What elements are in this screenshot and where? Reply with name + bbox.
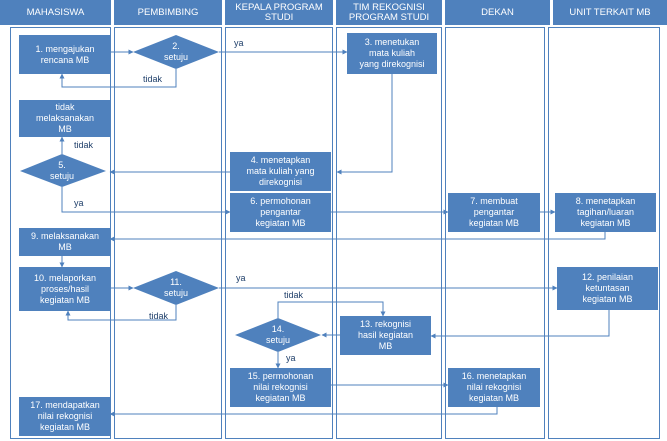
step-2-label: 2. setuju bbox=[163, 41, 189, 62]
step-13-box: 13. rekognisi hasil kegiatan MB bbox=[340, 316, 431, 355]
decision-diamond-14 bbox=[235, 318, 321, 352]
branch-label-tidak-14: tidak bbox=[284, 290, 304, 300]
step-1-box: 1. mengajukan rencana MB bbox=[19, 35, 111, 74]
tidak-melaksanakan-box: tidak melaksanakan MB bbox=[19, 100, 111, 137]
lane-header-pembimbing: PEMBIMBING bbox=[114, 0, 222, 25]
lane-tim-rekognisi bbox=[336, 27, 442, 439]
step-7-box: 7. membuat pengantar kegiatan MB bbox=[448, 193, 540, 232]
decision-diamond-5 bbox=[20, 154, 106, 187]
branch-label-ya-14: ya bbox=[286, 353, 296, 363]
step-10-box: 10. melaporkan proses/hasil kegiatan MB bbox=[19, 267, 111, 311]
step-12-box: 12. penilaian ketuntasan kegiatan MB bbox=[557, 267, 658, 310]
branch-label-tidak-5: tidak bbox=[74, 140, 94, 150]
branch-label-tidak-2: tidak bbox=[143, 74, 163, 84]
step-14-label: 14. setuju bbox=[265, 324, 291, 345]
step-17-box: 17. mendapatkan nilai rekognisi kegiatan… bbox=[19, 397, 111, 436]
step-16-box: 16. menetapkan nilai rekognisi kegiatan … bbox=[448, 368, 540, 407]
branch-label-ya-11: ya bbox=[236, 273, 246, 283]
branch-label-ya-2: ya bbox=[234, 38, 244, 48]
lane-header-kaprodi: KEPALA PROGRAM STUDI bbox=[225, 0, 333, 25]
lane-header-dekan: DEKAN bbox=[445, 0, 550, 25]
lane-header-mahasiswa: MAHASISWA bbox=[0, 0, 111, 25]
step-3-box: 3. menetukan mata kuliah yang direkognis… bbox=[347, 33, 437, 74]
lane-pembimbing bbox=[114, 27, 222, 439]
lane-unit-terkait bbox=[548, 27, 660, 439]
lane-header-tim-rekognisi: TIM REKOGNISI PROGRAM STUDI bbox=[336, 0, 442, 25]
step-9-box: 9. melaksanakan MB bbox=[19, 228, 111, 256]
step-15-box: 15. permohonan nilai rekognisi kegiatan … bbox=[230, 368, 331, 407]
step-11-label: 11. setuju bbox=[163, 277, 189, 298]
branch-label-ya-5: ya bbox=[74, 198, 84, 208]
branch-label-tidak-11: tidak bbox=[149, 311, 169, 321]
step-6-box: 6. permohonan pengantar kegiatan MB bbox=[230, 193, 331, 232]
decision-diamond-2 bbox=[133, 35, 219, 69]
step-4-box: 4. menetapkan mata kuliah yang direkogni… bbox=[230, 152, 331, 191]
decision-diamond-11 bbox=[133, 271, 219, 305]
step-5-label: 5. setuju bbox=[49, 160, 75, 181]
lane-header-unit-terkait: UNIT TERKAIT MB bbox=[553, 0, 667, 25]
step-8-box: 8. menetapkan tagihan/luaran kegiatan MB bbox=[555, 193, 656, 232]
